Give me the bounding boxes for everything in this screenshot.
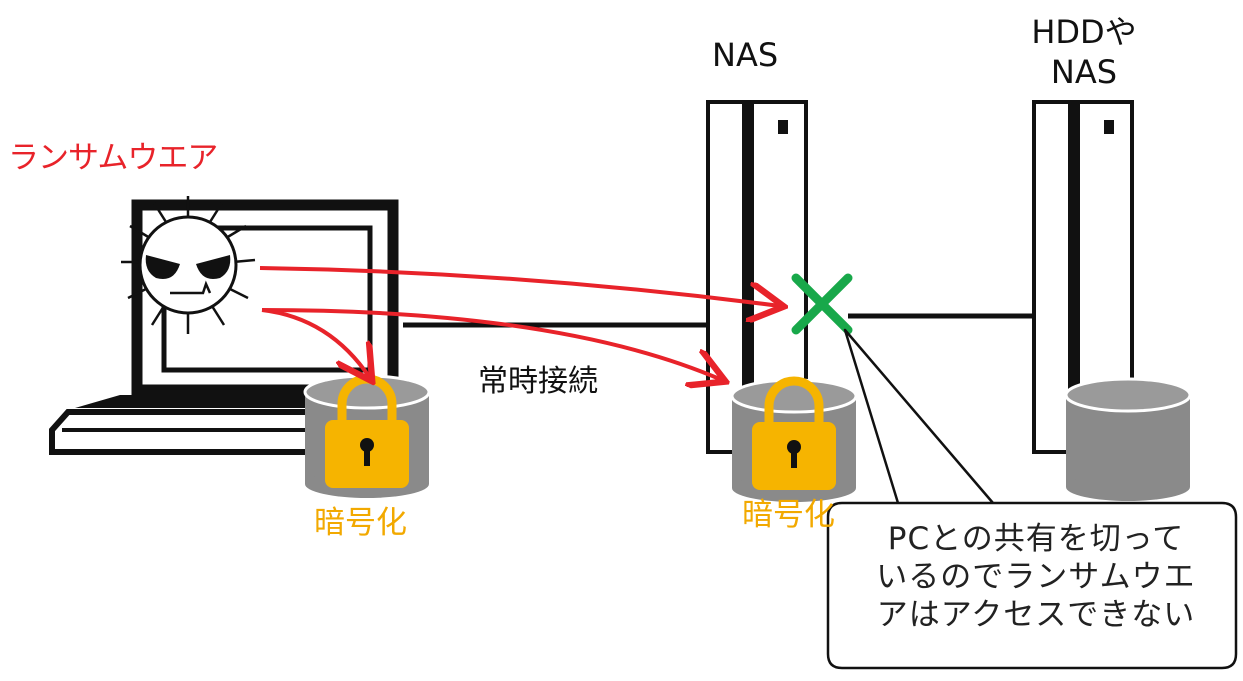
nas-padlock-icon — [752, 376, 836, 490]
angry-virus-icon — [121, 196, 256, 334]
hdd-nas-label-line2: NAS — [1050, 53, 1118, 91]
ransomware-label: ランサムウエア — [8, 140, 218, 176]
callout-line2: いるのでランサムウエ — [876, 558, 1196, 595]
callout-line3: アはアクセスできない — [876, 596, 1196, 633]
encrypted-label-right: 暗号化 — [742, 497, 835, 533]
always-connected-label: 常時接続 — [478, 364, 598, 399]
x-mark-icon — [791, 273, 853, 335]
nas-label: NAS — [712, 36, 779, 74]
callout-bubble — [826, 328, 1238, 670]
encrypted-label-left: 暗号化 — [314, 505, 407, 541]
hdd-nas-label: HDDや NAS — [1014, 12, 1154, 92]
callout-text: PCとの共有を切って いるのでランサムウエ アはアクセスできない — [838, 521, 1234, 634]
hdd-disk-icon — [1064, 377, 1192, 501]
attack-arrow-to-nas-link — [259, 266, 780, 306]
hdd-nas-label-line1: HDDや — [1031, 13, 1137, 51]
attack-arrow-to-nas-disk — [261, 308, 722, 380]
callout-line1: PCとの共有を切って — [887, 521, 1185, 557]
attack-arrow-to-left-disk — [261, 308, 370, 378]
